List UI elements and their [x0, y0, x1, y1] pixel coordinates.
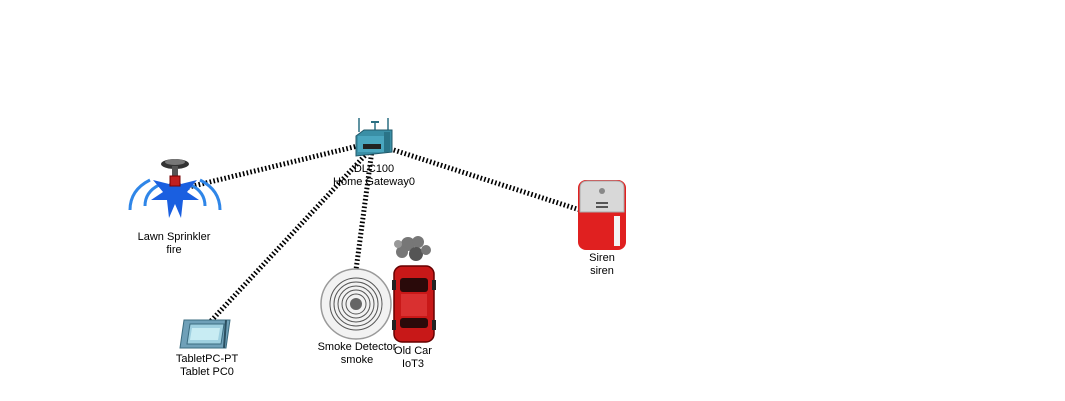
siren-name: siren — [590, 265, 614, 277]
gateway-model: DLC100 — [353, 163, 395, 175]
gateway-label: DLC100 Home Gateway0 — [333, 163, 415, 189]
link-gateway-tablet[interactable] — [208, 148, 372, 324]
car-model: Old Car — [394, 345, 432, 357]
lawn-sprinkler-icon[interactable] — [128, 159, 222, 218]
siren-model: Siren — [589, 252, 615, 264]
wireless-links — [184, 140, 581, 324]
gateway-name: Home Gateway0 — [333, 176, 415, 188]
car-label: Old Car IoT3 — [394, 345, 432, 371]
smoke-detector-label: Smoke Detector smoke — [318, 341, 397, 367]
sprinkler-name: fire — [166, 244, 182, 256]
smoke-detector-icon[interactable] — [320, 268, 392, 340]
siren-icon[interactable] — [578, 180, 626, 250]
tablet-label: TabletPC-PT Tablet PC0 — [176, 353, 238, 379]
smoke-detector-name: smoke — [340, 354, 374, 366]
link-gateway-smoke[interactable] — [353, 149, 375, 271]
tablet-name: Tablet PC0 — [180, 366, 234, 378]
siren-label: Siren siren — [589, 252, 615, 278]
old-car-icon[interactable] — [392, 236, 436, 343]
link-gateway-sprinkler[interactable] — [184, 140, 371, 191]
home-gateway-icon[interactable] — [355, 118, 393, 157]
tablet-model: TabletPC-PT — [175, 353, 239, 365]
sprinkler-model: Lawn Sprinkler — [137, 231, 211, 243]
smoke-detector-model: Smoke Detector — [317, 341, 397, 353]
car-name: IoT3 — [401, 358, 424, 370]
tablet-icon[interactable] — [179, 319, 231, 349]
sprinkler-label: Lawn Sprinkler fire — [138, 231, 211, 257]
